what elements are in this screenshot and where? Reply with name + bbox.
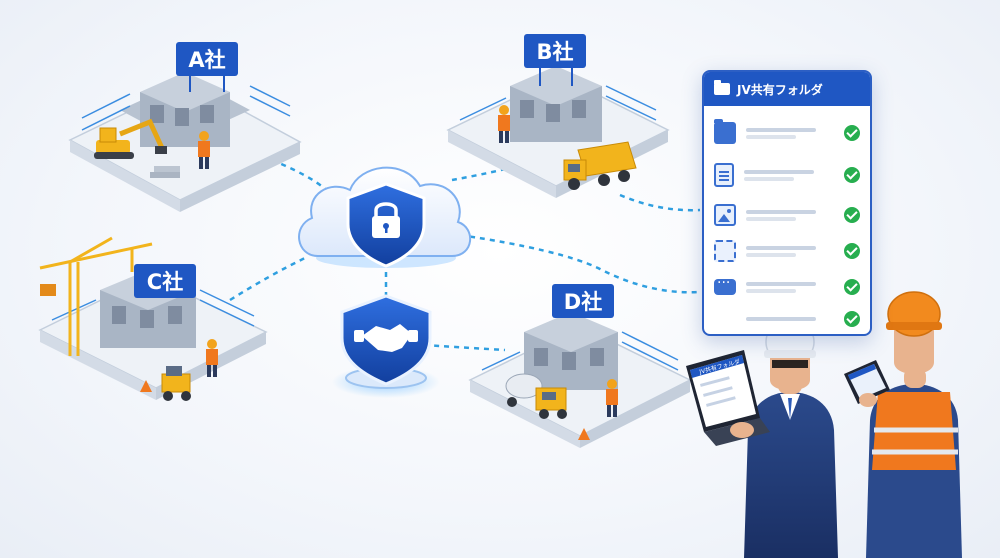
tower-crane-icon [39,236,153,356]
connector-d [423,343,506,352]
check-icon [844,243,860,259]
file-placeholder-lines [744,167,844,184]
blueprint-icon [714,240,736,262]
company-label-a-box [176,42,238,76]
company-label-d: D社 [564,290,602,314]
company-label-c-box [134,264,196,298]
file-row-chat[interactable] [714,272,860,302]
site-c: C社 [38,236,268,401]
check-icon [844,125,860,141]
loader-icon [161,366,191,401]
folder-title: JV共有フォルダ [737,82,823,97]
chat-icon [714,275,736,295]
check-icon [844,207,860,223]
file-row-blueprint[interactable] [714,236,860,266]
company-label-a: A社 [188,48,225,72]
company-label-b-box [524,34,586,68]
file-placeholder-lines [746,125,844,142]
site-a: A社 [68,42,302,212]
site-d: D社 [468,284,692,448]
company-label-c: C社 [147,270,183,294]
site-b: B社 [446,34,670,198]
excavator-icon [94,118,167,159]
file-row-document[interactable] [714,160,860,190]
connector-folder-2 [459,233,701,294]
tablet-icon [844,360,890,407]
site-worker-with-tablet [844,291,962,558]
check-icon [844,167,860,183]
file-row-image[interactable] [714,200,860,230]
mixer-truck-icon [505,373,567,419]
handshake-icon [354,324,418,352]
file-placeholder-lines [746,207,844,224]
connector-b [451,166,511,182]
manager-with-laptop: JV共有フォルダ [686,319,838,558]
company-label-b: B社 [536,40,573,64]
image-icon [714,204,736,226]
folder-icon [714,119,736,144]
network-connectors [229,158,701,352]
file-placeholder-lines [746,279,844,296]
laptop-icon: JV共有フォルダ [686,350,770,446]
company-label-d-box [552,284,614,318]
handshake-shield [332,294,440,398]
folder-header-icon [714,80,730,95]
file-row-extra[interactable] [714,304,860,334]
worker-a-icon [198,131,210,169]
blank-icon [714,308,736,330]
traffic-cone-icon [140,380,152,392]
traffic-cone-icon [578,428,590,440]
dump-truck-icon [563,141,637,190]
worker-b-icon [498,105,510,143]
worker-d-icon [606,379,618,417]
worker-c-icon [206,339,218,377]
check-icon [844,279,860,295]
file-placeholder-lines [746,314,844,324]
folder-header: JV共有フォルダ [704,72,870,106]
padlock-icon [372,202,400,238]
connector-a [271,158,333,197]
check-icon [844,311,860,327]
connector-folder-1 [619,193,701,212]
connector-c [229,256,306,302]
file-row-folder[interactable] [714,118,860,148]
document-icon [714,163,734,187]
file-placeholder-lines [746,243,844,260]
jv-shared-folder-panel[interactable]: JV共有フォルダ [702,70,872,336]
